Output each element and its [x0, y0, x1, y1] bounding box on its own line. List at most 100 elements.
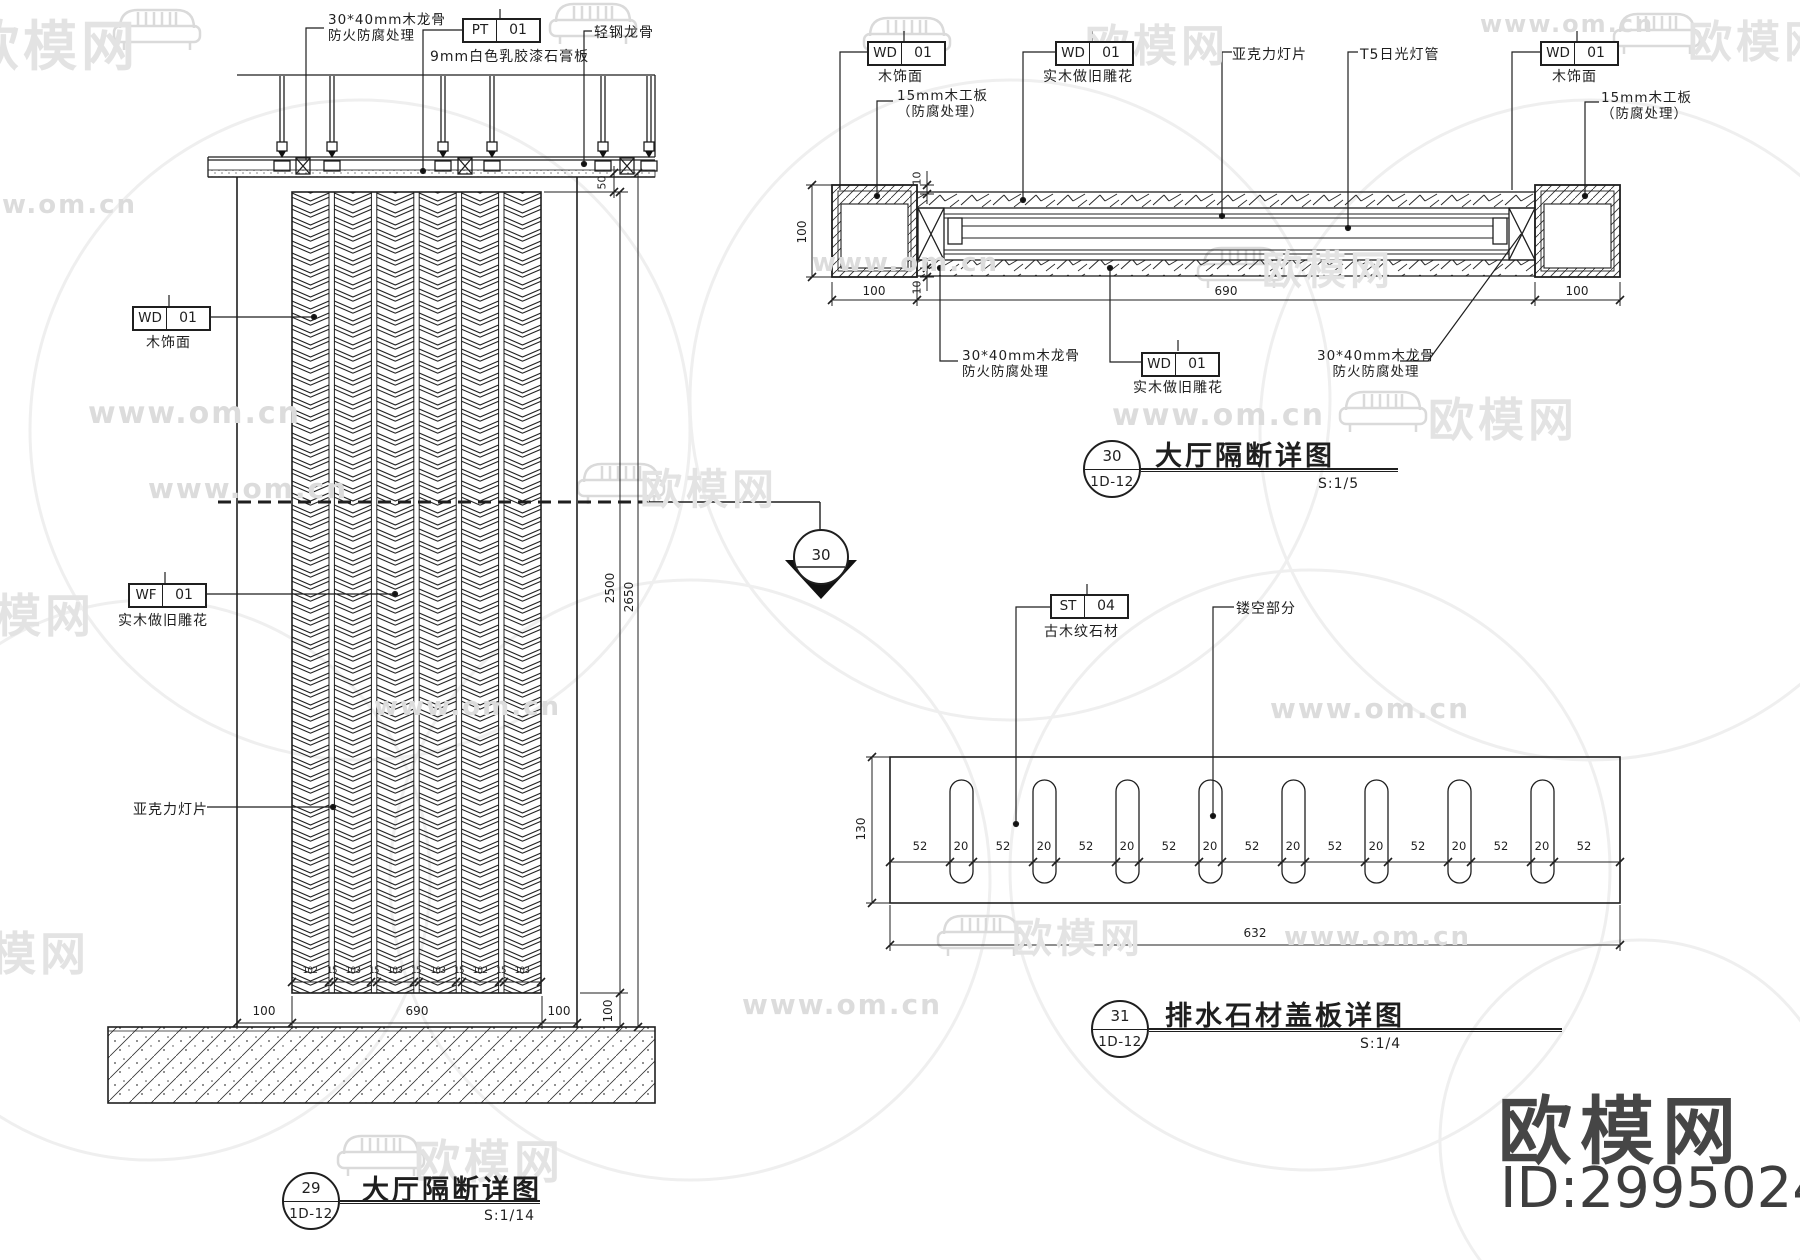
- detail29-dims: [232, 166, 646, 1032]
- watermark-url: www.om.cn: [374, 692, 562, 722]
- site-id: ID:2995024: [1500, 1156, 1800, 1221]
- dim-strip: 103: [430, 966, 446, 976]
- tag-num: 01: [914, 45, 932, 61]
- callout-wood-veneer: 木饰面: [1552, 69, 1597, 85]
- dim-100: 100: [601, 999, 615, 1023]
- tag-num: 01: [175, 587, 193, 603]
- tag-num: 01: [1102, 45, 1120, 61]
- title-bubble-29: 29 1D-12: [282, 1172, 340, 1230]
- dim-seg: 52: [1493, 839, 1509, 853]
- tag-wd01: WD 01: [1055, 41, 1134, 66]
- watermark-url: www.om.cn: [742, 988, 943, 1021]
- dim-strip: 15: [411, 966, 421, 976]
- tag-code: WD: [1542, 43, 1575, 64]
- title-underline: [340, 1200, 540, 1204]
- dim-strip: 103: [387, 966, 403, 976]
- dim-632: 632: [1243, 926, 1267, 940]
- title-sheet: 1D-12: [1098, 1034, 1142, 1050]
- dim-seg: 20: [1451, 839, 1467, 853]
- dim-2500: 2500: [603, 572, 617, 604]
- tag-num: 01: [1587, 45, 1605, 61]
- dim-strip: 15: [369, 966, 379, 976]
- watermark-brand: 欧模网: [1688, 17, 1800, 68]
- title-sheet: 1D-12: [1090, 474, 1134, 490]
- callout-light-steel: 轻钢龙骨: [594, 25, 654, 41]
- tag-wd01: WD 01: [867, 41, 946, 66]
- callout-line: 防火防腐处理: [328, 28, 415, 44]
- callout-line: 30*40mm木龙骨: [1317, 348, 1435, 364]
- detail30-linework: [806, 31, 1625, 363]
- tag-num: 04: [1097, 598, 1115, 614]
- dim-strip: 15: [327, 966, 337, 976]
- dim-seg: 52: [1410, 839, 1426, 853]
- dim-seg: 52: [1244, 839, 1260, 853]
- callout-wood-veneer: 木饰面: [146, 335, 191, 351]
- dim-seg: 20: [1036, 839, 1052, 853]
- watermark-brand: 欧模网: [414, 1135, 564, 1189]
- tag-wd01: WD 01: [1540, 41, 1619, 66]
- dim-seg: 52: [1576, 839, 1592, 853]
- callout-acrylic: 亚克力灯片: [133, 802, 208, 818]
- callout-line: （防腐处理）: [1601, 106, 1688, 122]
- tag-wf01: WF 01: [128, 583, 207, 608]
- title-underline: [1149, 1028, 1562, 1032]
- callout-carved-wood: 实木做旧雕花: [1043, 69, 1133, 85]
- callout-cutout: 镂空部分: [1236, 601, 1296, 617]
- watermark-brand: 欧模网: [1012, 916, 1144, 962]
- dim-690: 690: [1214, 284, 1238, 298]
- tag-num: 01: [1188, 356, 1206, 372]
- callout-line: 30*40mm木龙骨: [328, 12, 446, 28]
- tag-wd01: WD 01: [132, 306, 211, 331]
- detail31-linework: [866, 584, 1625, 951]
- title-bubble-30: 30 1D-12: [1083, 440, 1141, 498]
- watermark-url: www.om.cn: [0, 190, 138, 220]
- dim-50: 50: [595, 175, 609, 190]
- watermark-brand: 欧模网: [1262, 248, 1394, 294]
- detail30-dims: [806, 171, 1625, 306]
- tag-num: 01: [509, 22, 527, 38]
- title-31-scale: S:1/4: [1360, 1036, 1402, 1052]
- dim-seg: 20: [1119, 839, 1135, 853]
- title-bubble-31: 31 1D-12: [1091, 1000, 1149, 1058]
- watermark-url: www.om.cn: [812, 248, 1000, 278]
- dim-seg: 52: [1327, 839, 1343, 853]
- callout-line: 防火防腐处理: [962, 364, 1049, 380]
- callout-wood-veneer: 木饰面: [878, 69, 923, 85]
- dim-100: 100: [1565, 284, 1589, 298]
- title-30-name: 大厅隔断详图: [1155, 441, 1335, 472]
- tag-code: WD: [869, 43, 902, 64]
- dim-100: 100: [862, 284, 886, 298]
- watermark-url: www.om.cn: [148, 472, 349, 505]
- callout-acrylic: 亚克力灯片: [1232, 47, 1307, 63]
- dim-10: 10: [910, 171, 924, 186]
- title-30-scale: S:1/5: [1318, 476, 1360, 492]
- callout-wood-joist: 30*40mm木龙骨 防火防腐处理: [328, 12, 446, 44]
- watermark-brand: 欧模网: [0, 589, 95, 643]
- dim-690: 690: [405, 1004, 429, 1018]
- dim-strip: 103: [514, 966, 530, 976]
- watermark-brand: 欧模网: [0, 15, 139, 78]
- dim-seg: 20: [953, 839, 969, 853]
- dim-seg: 20: [1534, 839, 1550, 853]
- dim-seg: 52: [995, 839, 1011, 853]
- watermark-url: www.om.cn: [88, 396, 302, 431]
- dim-seg: 20: [1368, 839, 1384, 853]
- callout-line: 防火防腐处理: [1332, 364, 1420, 380]
- detail31-dims: [866, 752, 1625, 951]
- title-29-scale: S:1/14: [484, 1208, 536, 1224]
- title-31-name: 排水石材盖板详图: [1165, 1001, 1405, 1032]
- callout-line: 30*40mm木龙骨: [962, 348, 1080, 364]
- watermark-url: www.om.cn: [1284, 922, 1472, 952]
- slots: [949, 779, 1555, 884]
- dim-10: 10: [910, 280, 924, 295]
- dim-seg: 20: [1202, 839, 1218, 853]
- callout-line: 15mm木工板: [1601, 90, 1692, 106]
- watermark-url: www.om.cn: [1112, 398, 1326, 433]
- dim-strip: 15: [496, 966, 506, 976]
- callout-line: 15mm木工板: [897, 88, 988, 104]
- detail30-leaders: [839, 31, 1599, 363]
- detail31-leaders: [1012, 584, 1234, 828]
- callout-wood-joist: 30*40mm木龙骨 防火防腐处理: [1317, 348, 1435, 380]
- dim-seg: 20: [1285, 839, 1301, 853]
